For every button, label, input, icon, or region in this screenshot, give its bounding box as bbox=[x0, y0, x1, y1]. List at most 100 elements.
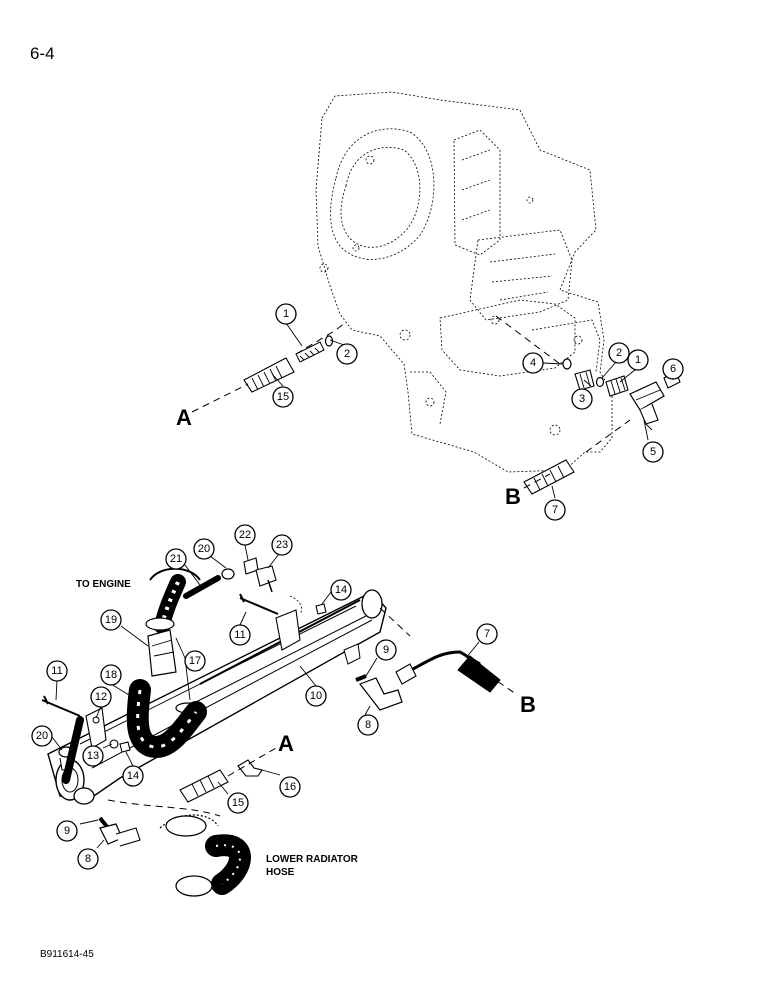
fitting-1-right bbox=[605, 375, 629, 397]
bolt-11-left bbox=[41, 695, 81, 717]
lower-radiator-hose bbox=[159, 814, 251, 897]
fitting-1-upper-left bbox=[295, 341, 325, 363]
svg-text:9: 9 bbox=[64, 825, 70, 837]
figure-code: B911614-45 bbox=[40, 949, 94, 960]
callout-11-mid: 11 bbox=[229, 624, 251, 646]
svg-text:1: 1 bbox=[283, 308, 289, 320]
note-lower-radiator-hose-1: LOWER RADIATOR bbox=[266, 854, 359, 865]
long-hose-left bbox=[62, 716, 84, 784]
hose-7-lower bbox=[395, 650, 501, 693]
svg-text:11: 11 bbox=[51, 665, 62, 677]
callout-1-upper-left: 1 bbox=[275, 303, 297, 325]
callout-18: 18 bbox=[100, 664, 122, 686]
svg-text:23: 23 bbox=[276, 539, 288, 551]
callout-23: 23 bbox=[271, 534, 293, 556]
svg-text:21: 21 bbox=[170, 553, 182, 565]
connection-ref-b-lower: B bbox=[520, 692, 536, 717]
nut-14-left bbox=[119, 741, 131, 753]
svg-text:19: 19 bbox=[105, 614, 117, 626]
callout-7-upper: 7 bbox=[544, 499, 566, 521]
callout-9-left: 9 bbox=[56, 820, 78, 842]
hose-end-7-upper bbox=[523, 459, 575, 495]
callout-15-lower: 15 bbox=[227, 792, 249, 814]
svg-text:20: 20 bbox=[36, 730, 48, 742]
svg-text:15: 15 bbox=[232, 797, 244, 809]
elbow-23 bbox=[255, 565, 277, 593]
callout-5: 5 bbox=[642, 441, 664, 463]
o-ring-2-right bbox=[595, 376, 605, 388]
svg-text:5: 5 bbox=[650, 446, 656, 458]
callout-14-left: 14 bbox=[122, 765, 144, 787]
callout-8-right: 8 bbox=[357, 714, 379, 736]
transmission-housing bbox=[315, 91, 613, 473]
callout-4: 4 bbox=[522, 352, 544, 374]
page-number: 6-4 bbox=[30, 44, 55, 63]
callout-1-right: 1 bbox=[627, 349, 649, 371]
mounting-bracket-12 bbox=[85, 707, 107, 749]
connection-ref-a-lower: A bbox=[278, 731, 294, 756]
hose-18 bbox=[126, 679, 207, 758]
callout-21: 21 bbox=[165, 548, 187, 570]
svg-text:20: 20 bbox=[198, 543, 210, 555]
svg-text:13: 13 bbox=[87, 750, 99, 762]
svg-text:1: 1 bbox=[635, 354, 641, 366]
callout-19: 19 bbox=[100, 609, 122, 631]
callout-13: 13 bbox=[82, 745, 104, 767]
tube-21 bbox=[183, 575, 221, 599]
svg-text:16: 16 bbox=[284, 781, 296, 793]
callout-16: 16 bbox=[279, 776, 301, 798]
elbow-8-left bbox=[99, 823, 141, 847]
callout-11-left: 11 bbox=[46, 660, 68, 682]
svg-text:10: 10 bbox=[310, 690, 322, 702]
callout-6: 6 bbox=[662, 358, 684, 380]
svg-text:7: 7 bbox=[484, 628, 490, 640]
note-to-engine: TO ENGINE bbox=[76, 579, 131, 590]
note-lower-radiator-hose-2: HOSE bbox=[266, 867, 295, 878]
svg-text:11: 11 bbox=[234, 629, 245, 641]
connection-lines bbox=[107, 315, 631, 817]
leader-lines bbox=[51, 322, 674, 849]
callout-8-left: 8 bbox=[77, 848, 99, 870]
callout-2-upper-left: 2 bbox=[336, 343, 358, 365]
connection-ref-b-upper: B bbox=[505, 484, 521, 509]
svg-text:7: 7 bbox=[552, 504, 558, 516]
callout-10: 10 bbox=[305, 685, 327, 707]
svg-text:14: 14 bbox=[127, 770, 139, 782]
callout-22: 22 bbox=[234, 524, 256, 546]
svg-text:15: 15 bbox=[277, 391, 289, 403]
callout-12: 12 bbox=[90, 686, 112, 708]
callout-17: 17 bbox=[184, 650, 206, 672]
svg-text:14: 14 bbox=[335, 584, 347, 596]
elbow-8-right bbox=[359, 677, 403, 711]
svg-text:2: 2 bbox=[616, 347, 622, 359]
svg-text:8: 8 bbox=[85, 853, 91, 865]
o-ring-4 bbox=[562, 358, 572, 370]
nut-14-top bbox=[315, 603, 327, 615]
callout-9-right: 9 bbox=[375, 639, 397, 661]
svg-text:2: 2 bbox=[344, 348, 350, 360]
svg-text:12: 12 bbox=[95, 691, 107, 703]
tee-fitting-5 bbox=[629, 381, 665, 431]
callout-20-top: 20 bbox=[193, 538, 215, 560]
callout-2-right: 2 bbox=[608, 342, 630, 364]
mounting-bracket-upper bbox=[275, 595, 302, 651]
callout-14-top: 14 bbox=[330, 579, 352, 601]
callout-7-lower: 7 bbox=[476, 623, 498, 645]
svg-text:4: 4 bbox=[530, 357, 536, 369]
fitting-15-lower bbox=[179, 769, 229, 803]
connection-ref-a-upper: A bbox=[176, 405, 192, 430]
svg-text:6: 6 bbox=[670, 363, 676, 375]
svg-text:3: 3 bbox=[579, 393, 585, 405]
bolt-11-mid bbox=[239, 593, 279, 615]
callout-3: 3 bbox=[571, 388, 593, 410]
svg-text:22: 22 bbox=[239, 529, 251, 541]
svg-text:17: 17 bbox=[189, 655, 201, 667]
svg-text:9: 9 bbox=[383, 644, 389, 656]
svg-text:18: 18 bbox=[105, 669, 117, 681]
o-ring-2-upper-left bbox=[324, 335, 334, 347]
fitting-9-right bbox=[355, 674, 367, 682]
fitting-20-top bbox=[221, 568, 235, 580]
upper-engine-hose bbox=[149, 567, 201, 634]
callout-20-left: 20 bbox=[31, 725, 53, 747]
